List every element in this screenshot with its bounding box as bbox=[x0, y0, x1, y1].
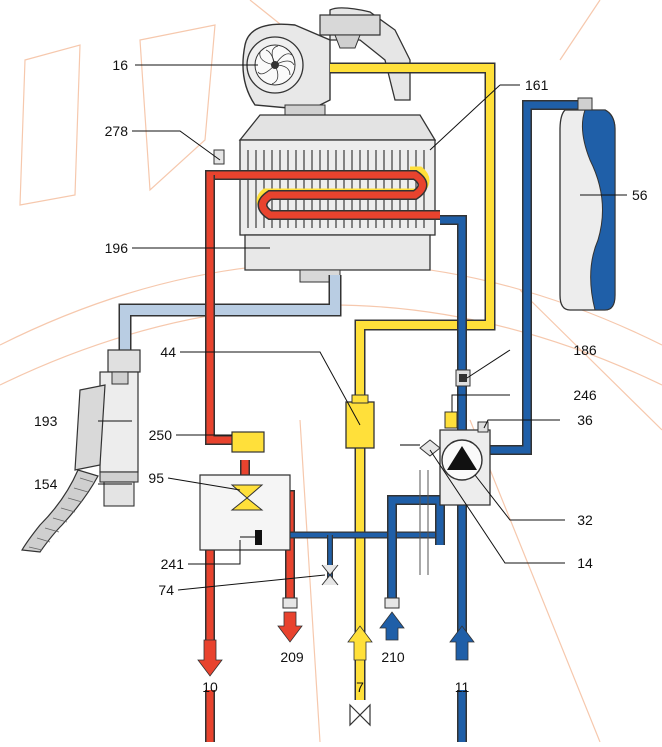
arrow-down-10 bbox=[197, 639, 223, 677]
label-74: 74 bbox=[158, 582, 174, 598]
label-7: 7 bbox=[356, 679, 364, 695]
return-line bbox=[262, 100, 580, 742]
heating-flow-line bbox=[205, 170, 440, 742]
arrow-up-11 bbox=[449, 625, 475, 661]
label-250: 250 bbox=[149, 427, 173, 443]
label-154: 154 bbox=[34, 476, 58, 492]
label-16: 16 bbox=[112, 57, 128, 73]
pipe-fittings bbox=[213, 149, 400, 609]
arrow-up-210 bbox=[379, 611, 405, 641]
label-44: 44 bbox=[160, 344, 176, 360]
label-193: 193 bbox=[34, 413, 58, 429]
label-241: 241 bbox=[161, 556, 185, 572]
flexible-hose bbox=[21, 469, 99, 553]
gas-valve-bottom-icon bbox=[349, 703, 371, 727]
label-196: 196 bbox=[105, 240, 129, 256]
label-186: 186 bbox=[573, 342, 597, 358]
arrow-down-209 bbox=[277, 611, 303, 643]
label-36: 36 bbox=[577, 412, 593, 428]
pump-triangle-icon bbox=[447, 446, 477, 470]
label-246: 246 bbox=[573, 387, 597, 403]
part-labels: 16 161 278 56 196 44 186 246 193 250 36 … bbox=[34, 57, 648, 695]
label-209: 209 bbox=[280, 649, 304, 665]
circulation-pump bbox=[400, 369, 491, 506]
label-11: 11 bbox=[455, 679, 470, 695]
flow-arrows bbox=[197, 611, 475, 727]
leader-lines bbox=[98, 64, 627, 591]
expansion-vessel bbox=[559, 97, 616, 311]
label-210: 210 bbox=[381, 649, 405, 665]
fan-assembly bbox=[242, 7, 411, 116]
label-14: 14 bbox=[577, 555, 593, 571]
label-278: 278 bbox=[105, 123, 129, 139]
label-161: 161 bbox=[525, 77, 549, 93]
flue-terminal bbox=[21, 349, 141, 553]
label-10: 10 bbox=[202, 679, 218, 695]
flue-pipe bbox=[118, 275, 342, 350]
label-32: 32 bbox=[577, 512, 593, 528]
label-95: 95 bbox=[148, 470, 164, 486]
bypass-lines bbox=[419, 470, 429, 575]
diverter-valve-assembly bbox=[199, 431, 339, 586]
gas-valve bbox=[345, 394, 375, 449]
label-56: 56 bbox=[632, 187, 648, 203]
arrow-up-7 bbox=[347, 625, 373, 661]
